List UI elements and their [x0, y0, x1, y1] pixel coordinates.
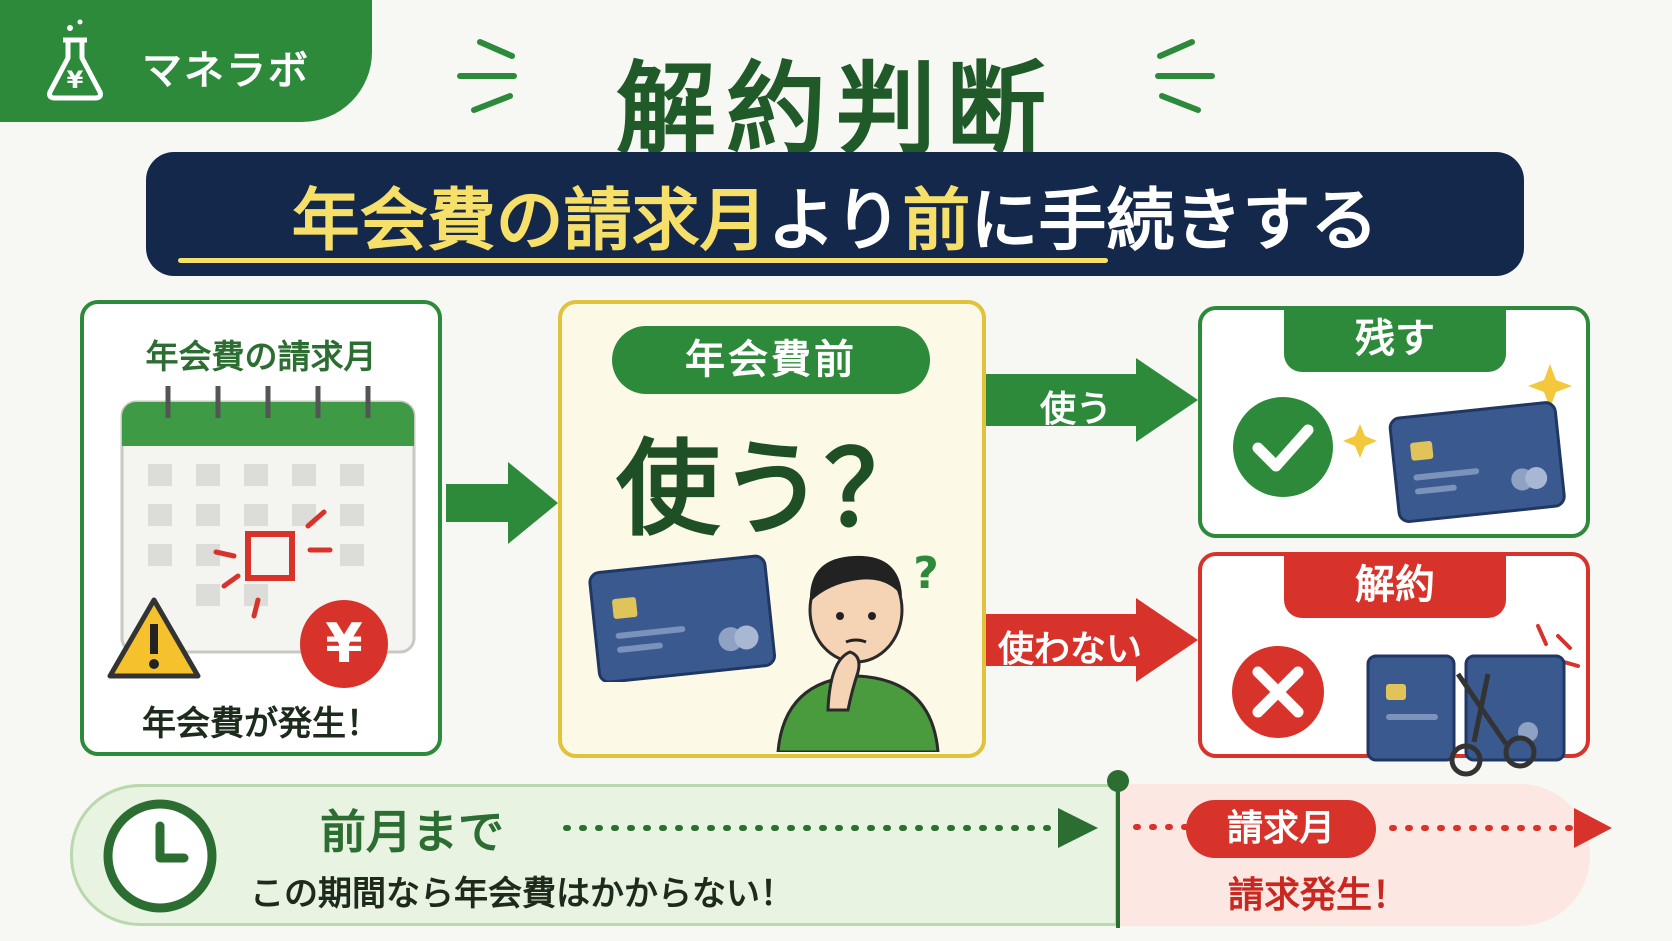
decision-panel: 年会費前 使う？ ?: [558, 300, 986, 758]
keep-panel: 残す: [1198, 306, 1590, 538]
subtitle-highlight-1: 年会費の請求月: [291, 181, 768, 261]
subtitle-text-2: に手続きする: [970, 181, 1379, 261]
clock-icon: [103, 799, 217, 913]
brand-name: マネラボ: [142, 48, 310, 94]
cancel-label: 解約: [1284, 552, 1506, 618]
kept-card-icon: [1343, 364, 1572, 523]
yen-coin-icon: ¥: [300, 600, 388, 688]
timeline-divider: [1116, 778, 1120, 928]
warning-icon: [107, 597, 201, 679]
billing-month-panel: 年会費の請求月 ¥ 年会費が発生！: [80, 300, 442, 756]
arrow-use-label: 使う: [1040, 389, 1113, 430]
logo-tab: [0, 0, 372, 122]
arrow-not-use: [986, 598, 1198, 682]
dotted-arrow-red-icon: [1389, 808, 1612, 848]
billing-month-title: 年会費の請求月: [145, 337, 377, 376]
no-fee-period-text: この期間なら年会費はかからない！: [250, 874, 794, 914]
thinking-person-icon: ?: [776, 548, 940, 752]
calendar-icon: [120, 386, 416, 654]
dotted-line-red-icon: [1133, 824, 1189, 830]
billing-month-pill: 請求月: [1186, 800, 1376, 858]
use-question: 使う？: [615, 428, 928, 550]
subtitle-highlight-2: 前: [902, 181, 971, 261]
subtitle-banner: 年会費の請求月 より 前 に手続きする: [146, 152, 1524, 276]
cross-circle-icon: [1232, 646, 1324, 738]
svg-text:¥: ¥: [325, 612, 363, 675]
check-circle-icon: [1233, 397, 1333, 497]
flask-yen-icon: ¥: [47, 19, 103, 101]
keep-label: 残す: [1284, 306, 1506, 372]
sparkle-lines-right-icon: [1155, 39, 1215, 113]
cut-card-icon: [1366, 624, 1580, 777]
arrow-not-use-label: 使わない: [998, 629, 1143, 670]
credit-card-icon: [588, 554, 776, 682]
subtitle-text-1: より: [767, 181, 903, 261]
arrow-use: [986, 358, 1198, 442]
timeline-divider-dot: [1107, 770, 1129, 792]
arrow-right-icon: [446, 462, 558, 544]
dotted-arrow-green-icon: [563, 808, 1098, 848]
before-fee-pill: 年会費前: [612, 326, 930, 394]
svg-text:?: ?: [913, 548, 939, 599]
billing-occurs-text: 年会費が発生！: [142, 704, 380, 744]
sparkle-lines-left-icon: [457, 39, 517, 113]
billing-occurs-timeline-text: 請求発生！: [1227, 875, 1408, 916]
timeline-before-period: [70, 784, 1118, 926]
page-title: 解約判断: [616, 51, 1056, 168]
subtitle-underline: [178, 258, 1108, 263]
cancel-panel: 解約: [1198, 552, 1590, 777]
before-month-text: 前月まで: [320, 805, 504, 859]
svg-text:¥: ¥: [67, 66, 84, 94]
